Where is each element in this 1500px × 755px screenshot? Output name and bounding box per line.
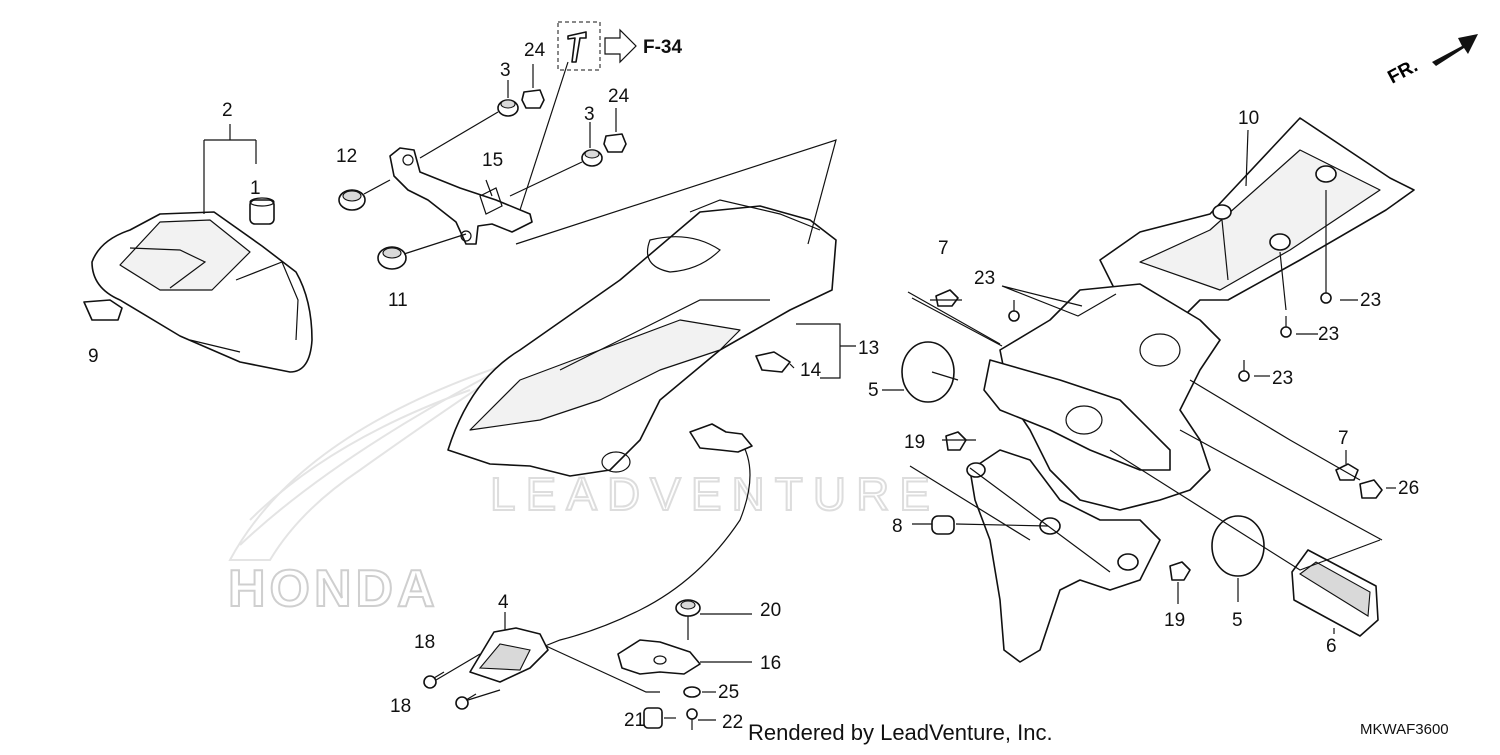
honda-wing-watermark <box>228 359 521 561</box>
callout-26[interactable]: 26 <box>1398 478 1419 499</box>
rubber-bushing-1[interactable] <box>249 197 275 225</box>
callout-1[interactable]: 1 <box>250 178 261 199</box>
callout-12[interactable]: 12 <box>336 146 357 167</box>
callout-3a[interactable]: 3 <box>500 60 511 81</box>
nut-26[interactable] <box>1359 479 1383 499</box>
grommet-20[interactable] <box>675 599 701 617</box>
callout-14[interactable]: 14 <box>800 360 822 381</box>
callout-2[interactable]: 2 <box>222 100 233 121</box>
clip-14[interactable] <box>755 351 791 373</box>
grommet-8[interactable] <box>931 515 955 535</box>
callout-9[interactable]: 9 <box>88 346 99 367</box>
nut-24a[interactable] <box>521 89 545 109</box>
callout-23d[interactable]: 23 <box>1272 368 1293 389</box>
callout-6[interactable]: 6 <box>1326 636 1337 657</box>
callout-23b[interactable]: 23 <box>1360 290 1381 311</box>
callout-21[interactable]: 21 <box>624 710 645 731</box>
front-arrow-icon <box>1432 34 1478 66</box>
grommet-11[interactable] <box>377 246 407 270</box>
screws-23[interactable] <box>1008 282 1332 382</box>
collar-21[interactable] <box>643 707 663 729</box>
collar-3b[interactable] <box>581 149 603 167</box>
bolt-18a[interactable] <box>423 671 445 689</box>
nut-19a[interactable] <box>945 431 967 451</box>
honda-watermark: HONDA <box>228 560 439 618</box>
reflector-cap-5a[interactable] <box>901 341 959 403</box>
callout-13[interactable]: 13 <box>858 338 879 359</box>
leader-lines <box>203 61 1396 721</box>
callout-5a[interactable]: 5 <box>868 380 879 401</box>
grommet-12[interactable] <box>338 189 366 211</box>
callout-7a[interactable]: 7 <box>938 238 949 259</box>
diagram-code: MKWAF3600 <box>1360 721 1449 738</box>
nut-19b[interactable] <box>1169 561 1191 581</box>
render-credit: Rendered by LeadVenture, Inc. <box>748 720 1053 745</box>
callout-23c[interactable]: 23 <box>1318 324 1339 345</box>
reflector-cap-5b[interactable] <box>1211 515 1265 577</box>
license-plate-bracket[interactable] <box>966 283 1221 663</box>
taillight-assembly[interactable] <box>91 211 313 373</box>
front-direction-marker: FR. <box>1384 34 1478 88</box>
screw-22[interactable] <box>686 708 698 730</box>
washer-25[interactable] <box>683 686 701 698</box>
clip-9[interactable] <box>83 299 123 321</box>
frame-ref-label: F-34 <box>643 37 683 58</box>
callout-20[interactable]: 20 <box>760 600 781 621</box>
reflector-6[interactable] <box>1291 549 1379 637</box>
nut-7a[interactable] <box>935 289 959 307</box>
collar-3a[interactable] <box>497 99 519 117</box>
nut-24b[interactable] <box>603 133 627 153</box>
callout-4[interactable]: 4 <box>498 592 509 613</box>
callout-24a[interactable]: 24 <box>524 40 546 61</box>
callout-11[interactable]: 11 <box>388 290 408 311</box>
front-label: FR. <box>1384 56 1421 89</box>
callout-19a[interactable]: 19 <box>904 432 925 453</box>
license-light-harness[interactable] <box>469 423 753 683</box>
callout-19b[interactable]: 19 <box>1164 610 1185 631</box>
callout-15[interactable]: 15 <box>482 150 503 171</box>
callout-3b[interactable]: 3 <box>584 104 595 125</box>
callout-5b[interactable]: 5 <box>1232 610 1243 631</box>
callout-23a[interactable]: 23 <box>974 268 995 289</box>
rear-fender-cover[interactable] <box>447 199 837 477</box>
callout-8[interactable]: 8 <box>892 516 903 537</box>
stay-16[interactable] <box>617 639 701 675</box>
leadventure-watermark: LEADVENTURE <box>490 468 940 520</box>
rear-fender-10[interactable] <box>1099 117 1415 321</box>
callout-18a[interactable]: 18 <box>414 632 435 653</box>
callout-7b[interactable]: 7 <box>1338 428 1349 449</box>
frame-reference[interactable]: F-34 <box>557 21 683 71</box>
callout-10[interactable]: 10 <box>1238 108 1259 129</box>
arrow-right-icon <box>604 28 637 64</box>
callout-25[interactable]: 25 <box>718 682 739 703</box>
callout-18b[interactable]: 18 <box>390 696 411 717</box>
callout-labels: 1 2 3 3 4 5 5 6 7 7 8 9 10 11 12 13 14 1… <box>88 40 1419 733</box>
callout-16[interactable]: 16 <box>760 653 781 674</box>
callout-22[interactable]: 22 <box>722 712 743 733</box>
callout-24b[interactable]: 24 <box>608 86 630 107</box>
bolt-18b[interactable] <box>455 693 477 710</box>
